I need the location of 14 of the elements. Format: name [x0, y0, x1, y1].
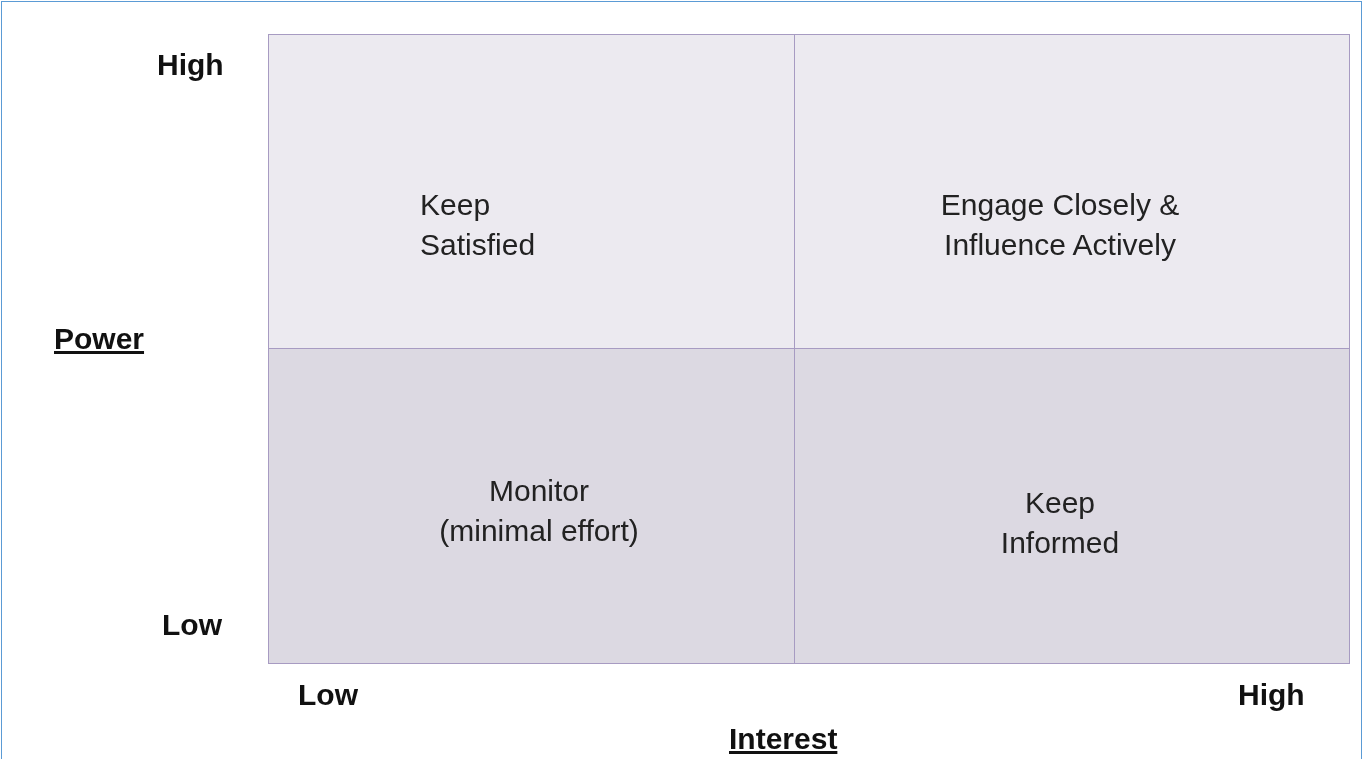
matrix-quadrant: [268, 348, 796, 664]
quadrant-label: Monitor (minimal effort): [438, 473, 640, 549]
matrix-quadrant: [268, 34, 796, 350]
axis-tick-label: High: [157, 48, 224, 82]
matrix-quadrant: [794, 34, 1350, 350]
matrix-quadrant: [794, 348, 1350, 664]
quadrant-label: Keep Satisfied: [420, 187, 537, 263]
axis-title: Interest: [729, 722, 838, 756]
axis-tick-label: High: [1238, 678, 1305, 712]
quadrant-label: Keep Informed: [999, 485, 1121, 561]
axis-tick-label: Low: [162, 608, 222, 642]
axis-title: Power: [54, 322, 145, 356]
quadrant-label: Engage Closely & Influence Actively: [939, 187, 1181, 263]
axis-tick-label: Low: [298, 678, 358, 712]
